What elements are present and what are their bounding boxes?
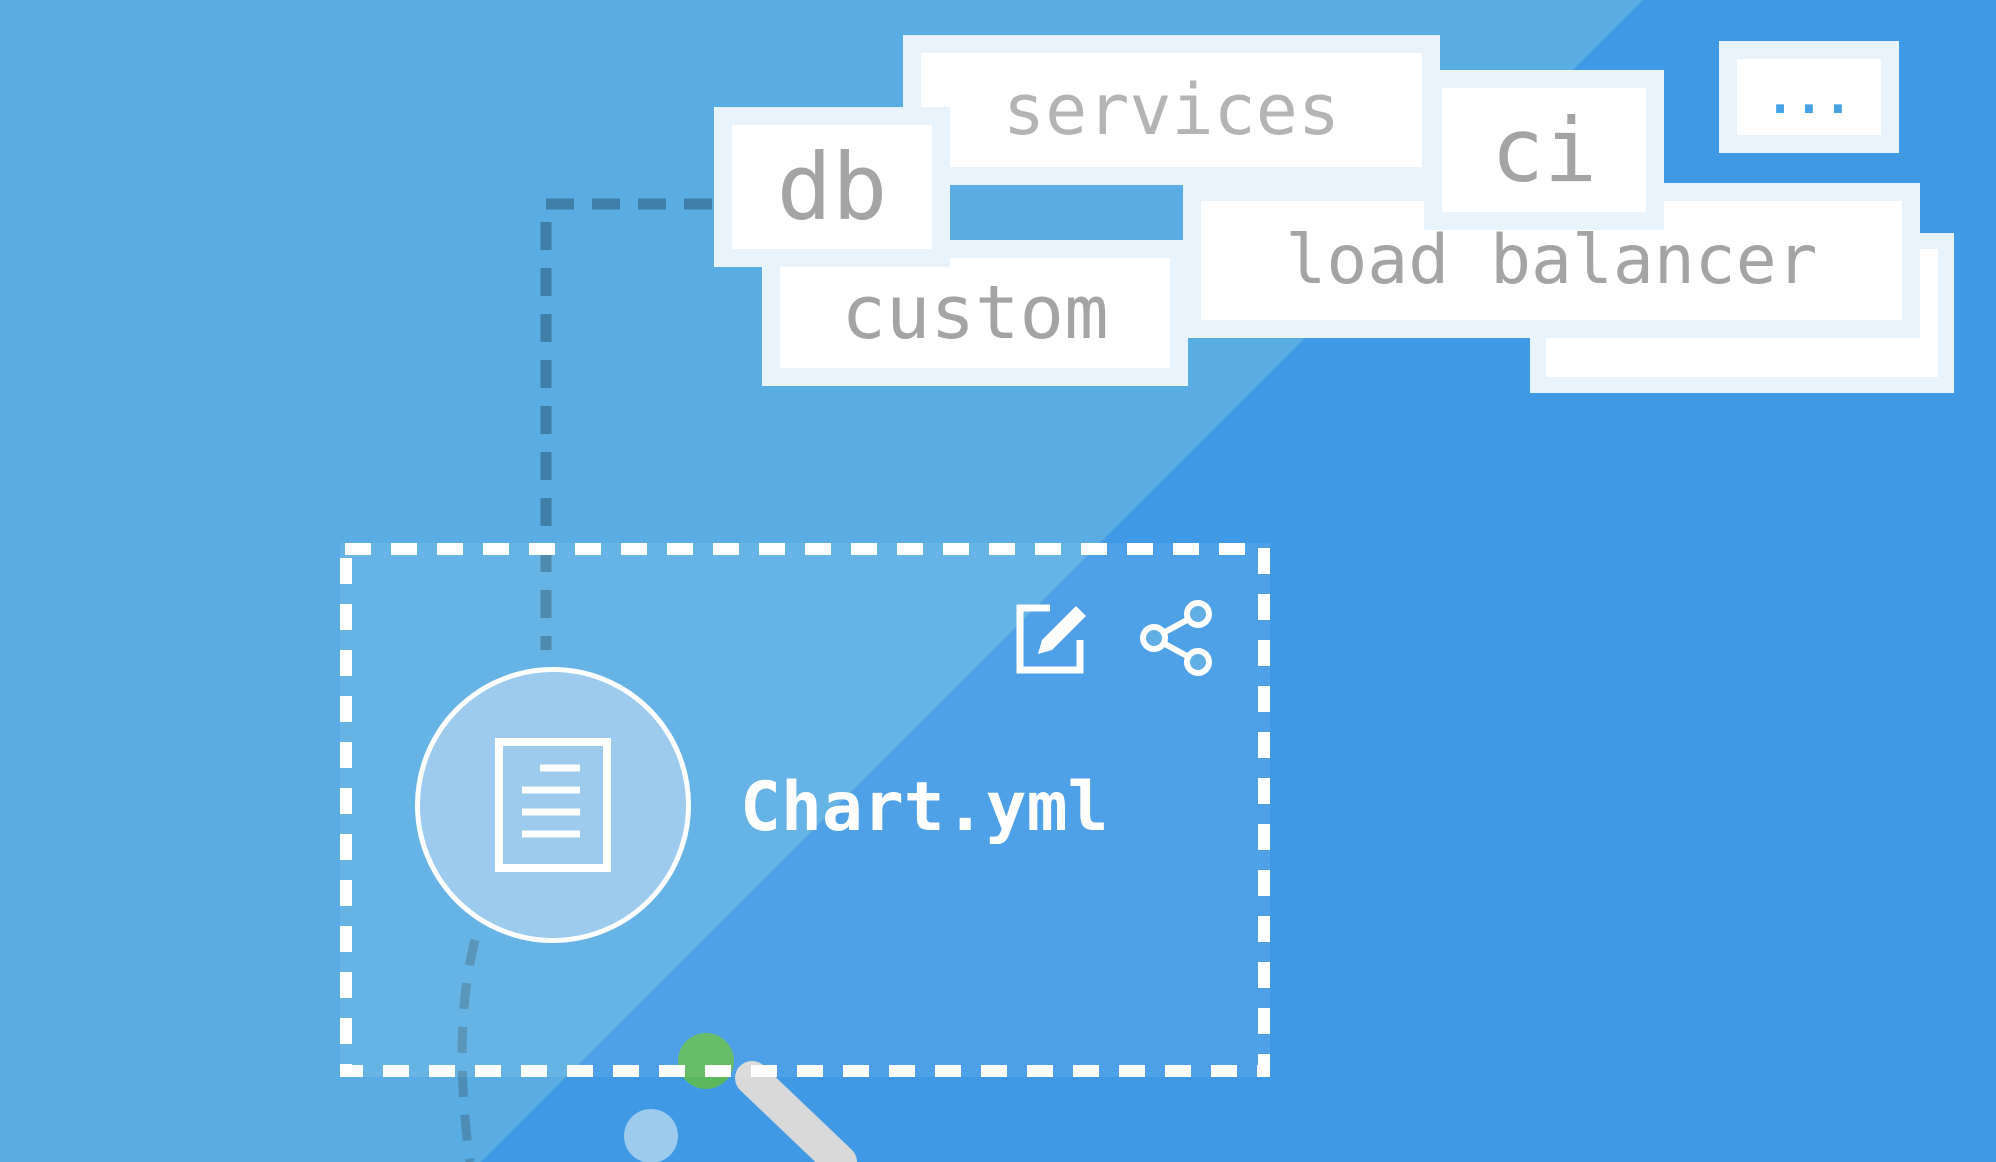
tag-ci-label: ci	[1491, 98, 1597, 202]
document-icon	[495, 738, 611, 872]
connector-db-to-node	[540, 198, 712, 650]
tag-custom-label: custom	[841, 270, 1109, 356]
tag-services-label: services	[1002, 69, 1341, 151]
node-icon-circle	[415, 667, 691, 943]
tag-load-balancer[interactable]: load balancer	[1183, 183, 1920, 338]
tag-ci[interactable]: ci	[1424, 70, 1664, 230]
port-dot[interactable]	[624, 1109, 678, 1162]
link-handle[interactable]	[735, 1061, 857, 1162]
tag-db-label: db	[776, 133, 888, 241]
node-label[interactable]: Chart.yml	[740, 768, 1109, 847]
tag-load-balancer-label: load balancer	[1285, 221, 1818, 300]
share-icon	[1140, 600, 1212, 676]
tag-more[interactable]: ...	[1719, 41, 1899, 153]
selection-frame	[340, 543, 1270, 1077]
edit-icon	[1016, 604, 1086, 674]
connector-node-to-below	[457, 938, 480, 1162]
chart-node[interactable]: Chart.yml	[340, 543, 1270, 1077]
share-button[interactable]	[1134, 596, 1218, 680]
tag-db[interactable]: db	[714, 107, 950, 267]
tag-more-label: ...	[1765, 69, 1853, 125]
tag-services[interactable]: services	[903, 35, 1440, 185]
edit-button[interactable]	[1010, 596, 1094, 680]
